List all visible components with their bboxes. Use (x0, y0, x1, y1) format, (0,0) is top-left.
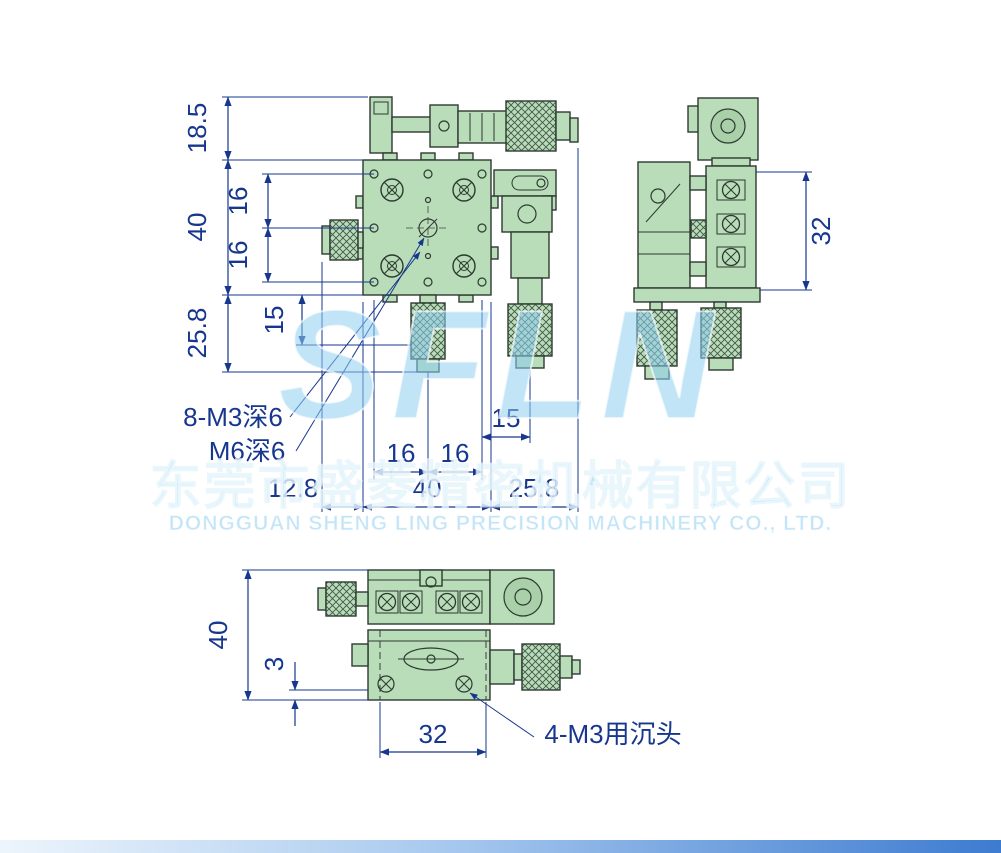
stage-top-plate (355, 152, 499, 303)
m3-thread-holes (369, 169, 487, 287)
micrometer-thimble (507, 303, 553, 357)
front-view (321, 96, 579, 373)
left-knurled-knob (321, 219, 364, 261)
dim-12-8: 12.8 (268, 473, 319, 503)
dim-25-8-left: 25.8 (182, 308, 212, 359)
dim-16-lower: 16 (223, 241, 253, 270)
front-leader-labels: 8-M3深6 M6深6 (183, 237, 425, 466)
corner-screw (452, 254, 476, 278)
knurled-knob (700, 307, 742, 359)
knurled-knob (636, 309, 678, 367)
footer-bar (0, 840, 1001, 853)
micrometer-barrel-end (503, 577, 543, 617)
front-left-dimensions: 18.5 40 25.8 16 16 15 (182, 96, 417, 373)
gib-screw (721, 247, 741, 267)
knurled-knob (325, 581, 357, 617)
dim-40-left: 40 (182, 213, 212, 242)
bottom-view (317, 569, 581, 701)
m6-center-hole (406, 206, 450, 250)
dim-32-side: 32 (806, 217, 836, 246)
gib-screw (721, 214, 741, 234)
base-plate (367, 629, 491, 701)
dim-15-left: 15 (259, 306, 289, 335)
dim-16-upper: 16 (223, 187, 253, 216)
clamp-screw (377, 592, 397, 612)
side-dimensions: 32 (756, 171, 836, 291)
x-axis-micrometer (369, 96, 579, 154)
dim-32-bottom: 32 (419, 719, 448, 749)
dim-25-8-bottom: 25.8 (509, 473, 560, 503)
corner-screw (380, 254, 404, 278)
label-m6: M6深6 (209, 436, 286, 466)
dim-16-bottom-right: 16 (441, 438, 470, 468)
label-4-m3-countersunk: 4-M3用沉头 (544, 719, 681, 749)
side-micrometer (489, 643, 581, 691)
bottom-dimensions: 40 3 32 4-M3用沉头 (203, 569, 682, 758)
bottom-knurled-knob (410, 294, 446, 373)
side-view (633, 97, 761, 380)
corner-screw (380, 178, 404, 202)
micrometer-thimble (505, 100, 557, 152)
label-8-m3: 8-M3深6 (183, 402, 283, 432)
front-bottom-dimensions: 15 16 16 12.8 40 25.8 (268, 148, 579, 512)
dim-40-bottom-view: 40 (203, 621, 233, 650)
micrometer-thimble (521, 643, 561, 691)
clamp-screw (401, 592, 421, 612)
micrometer-barrel-end (710, 108, 746, 144)
dim-15-bottom: 15 (492, 403, 521, 433)
dim-3: 3 (259, 657, 289, 671)
corner-screw (452, 178, 476, 202)
dim-16-bottom-left: 16 (387, 438, 416, 468)
dim-18-5: 18.5 (182, 103, 212, 154)
clamp-screw (461, 592, 481, 612)
clamp-screw (437, 592, 457, 612)
y-axis-micrometer (493, 169, 557, 369)
gib-screw (721, 180, 741, 200)
dim-40-bottom: 40 (413, 473, 442, 503)
